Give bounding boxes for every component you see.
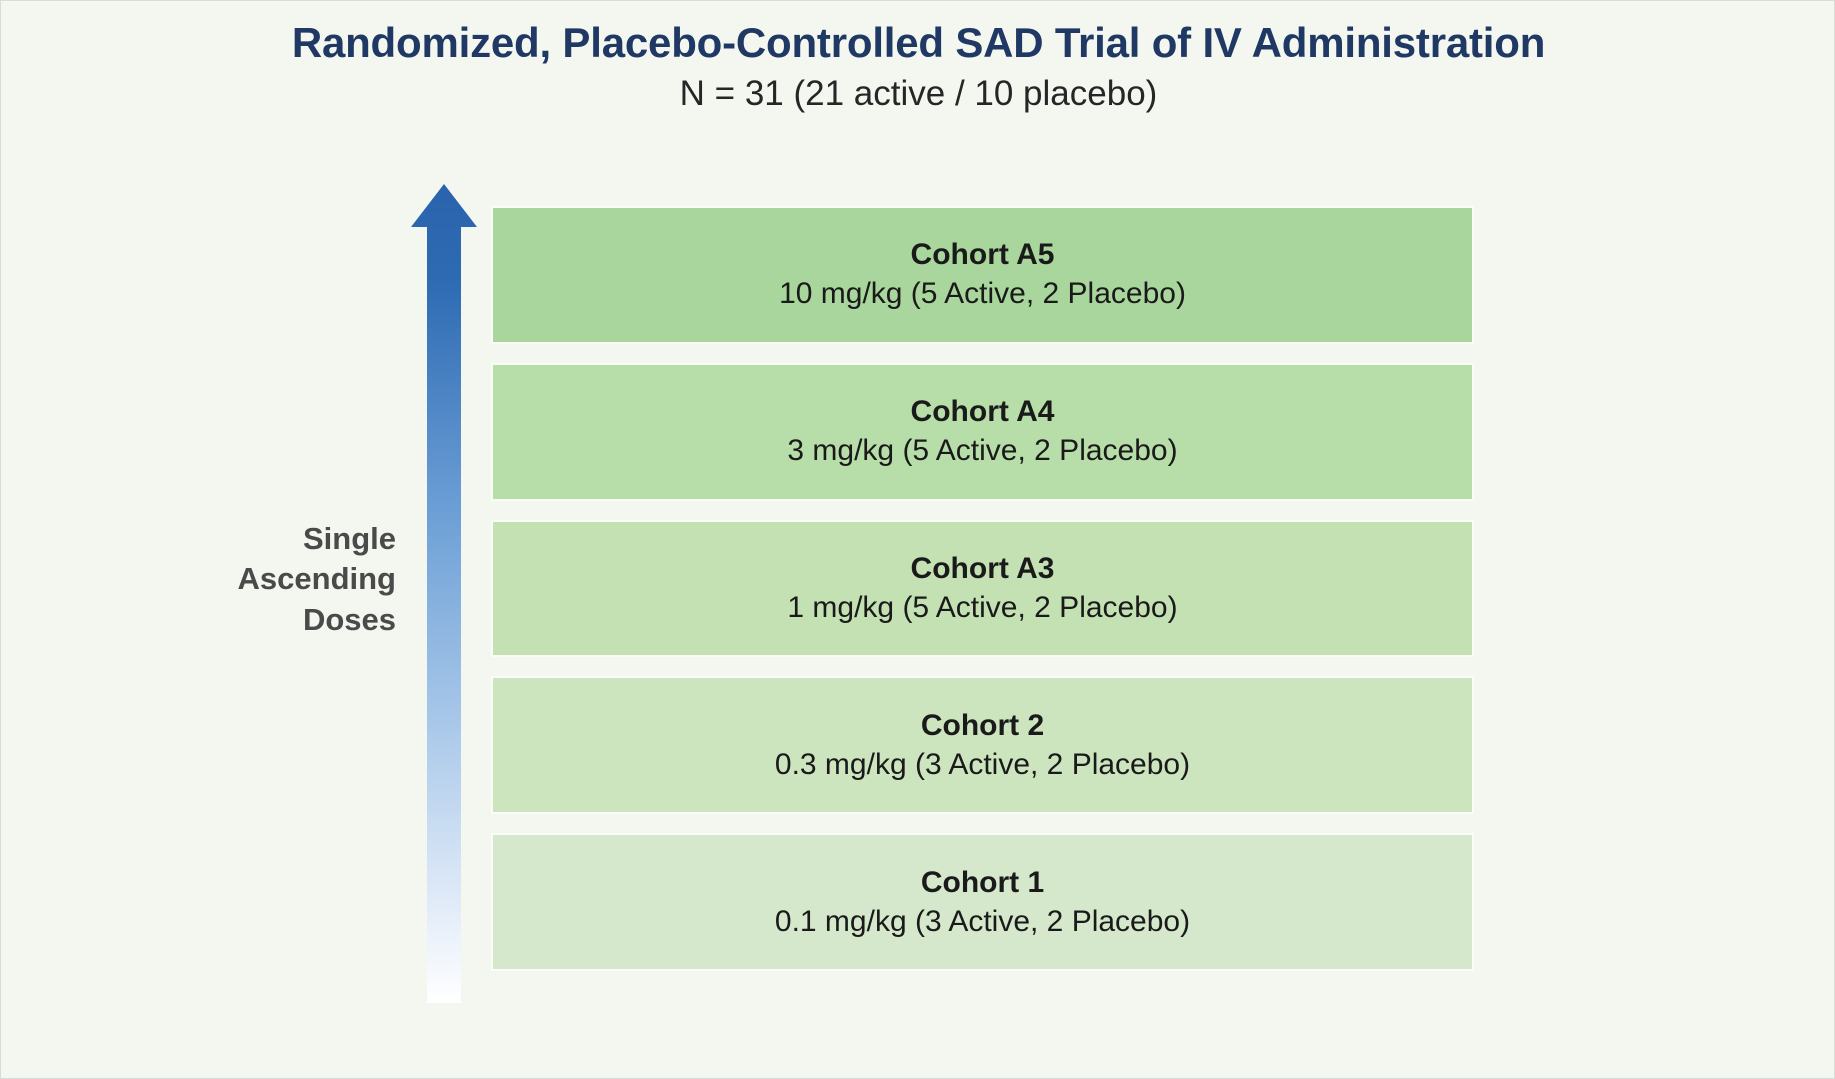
cohort-name: Cohort A4 bbox=[910, 395, 1055, 429]
cohort-box-a5[interactable]: Cohort A5 10 mg/kg (5 Active, 2 Placebo) bbox=[491, 206, 1474, 344]
ascending-dose-arrow bbox=[406, 181, 486, 1011]
cohort-box-1[interactable]: Cohort 1 0.1 mg/kg (3 Active, 2 Placebo) bbox=[491, 833, 1474, 971]
side-caption-label: Single Ascending Doses bbox=[237, 521, 396, 637]
cohort-box-2[interactable]: Cohort 2 0.3 mg/kg (3 Active, 2 Placebo) bbox=[491, 676, 1474, 815]
cohort-name: Cohort 1 bbox=[920, 865, 1045, 899]
cohort-dose: 10 mg/kg (5 Active, 2 Placebo) bbox=[779, 277, 1186, 311]
cohort-dose: 1 mg/kg (5 Active, 2 Placebo) bbox=[787, 590, 1178, 624]
cohort-dose: 0.1 mg/kg (3 Active, 2 Placebo) bbox=[774, 904, 1191, 938]
cohort-box-a4[interactable]: Cohort A4 3 mg/kg (5 Active, 2 Placebo) bbox=[491, 362, 1474, 501]
cohort-dose: 3 mg/kg (5 Active, 2 Placebo) bbox=[787, 434, 1178, 468]
cohort-name: Cohort 2 bbox=[920, 708, 1045, 742]
cohort-ladder: Cohort A5 10 mg/kg (5 Active, 2 Placebo)… bbox=[491, 206, 1474, 971]
up-arrow-icon bbox=[411, 184, 477, 1003]
cohort-box-a3[interactable]: Cohort A3 1 mg/kg (5 Active, 2 Placebo) bbox=[491, 519, 1474, 658]
page-subtitle: N = 31 (21 active / 10 placebo) bbox=[679, 74, 1158, 114]
cohort-name: Cohort A5 bbox=[910, 238, 1055, 272]
cohort-name: Cohort A3 bbox=[910, 551, 1055, 585]
title-block: Randomized, Placebo-Controlled SAD Trial… bbox=[1, 19, 1834, 114]
cohort-dose: 0.3 mg/kg (3 Active, 2 Placebo) bbox=[774, 747, 1191, 781]
page-title: Randomized, Placebo-Controlled SAD Trial… bbox=[291, 19, 1546, 66]
